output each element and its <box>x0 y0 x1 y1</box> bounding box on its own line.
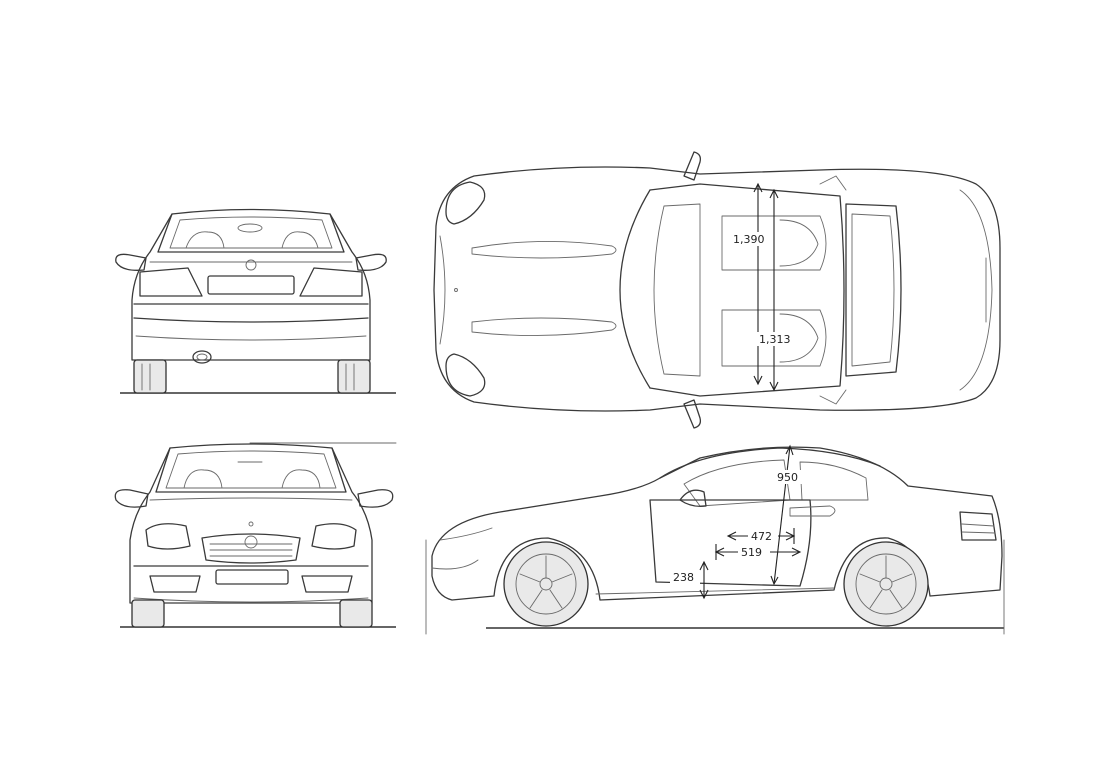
rear-wheel <box>843 541 929 627</box>
side-view <box>425 446 1005 635</box>
side-length-outer-label: 519 <box>741 546 762 559</box>
side-length-inner-label: 472 <box>751 530 772 543</box>
top-view <box>433 151 1001 429</box>
rear-view <box>115 208 396 394</box>
side-sill-height-label: 238 <box>673 571 694 584</box>
top-width-front-label: 1,390 <box>733 233 765 246</box>
dimension-labels: 1,390 1,313 950 472 519 238 <box>670 232 804 584</box>
front-view <box>114 442 397 628</box>
side-height-label: 950 <box>777 471 798 484</box>
front-wheel <box>503 541 589 627</box>
top-width-rear-label: 1,313 <box>759 333 791 346</box>
